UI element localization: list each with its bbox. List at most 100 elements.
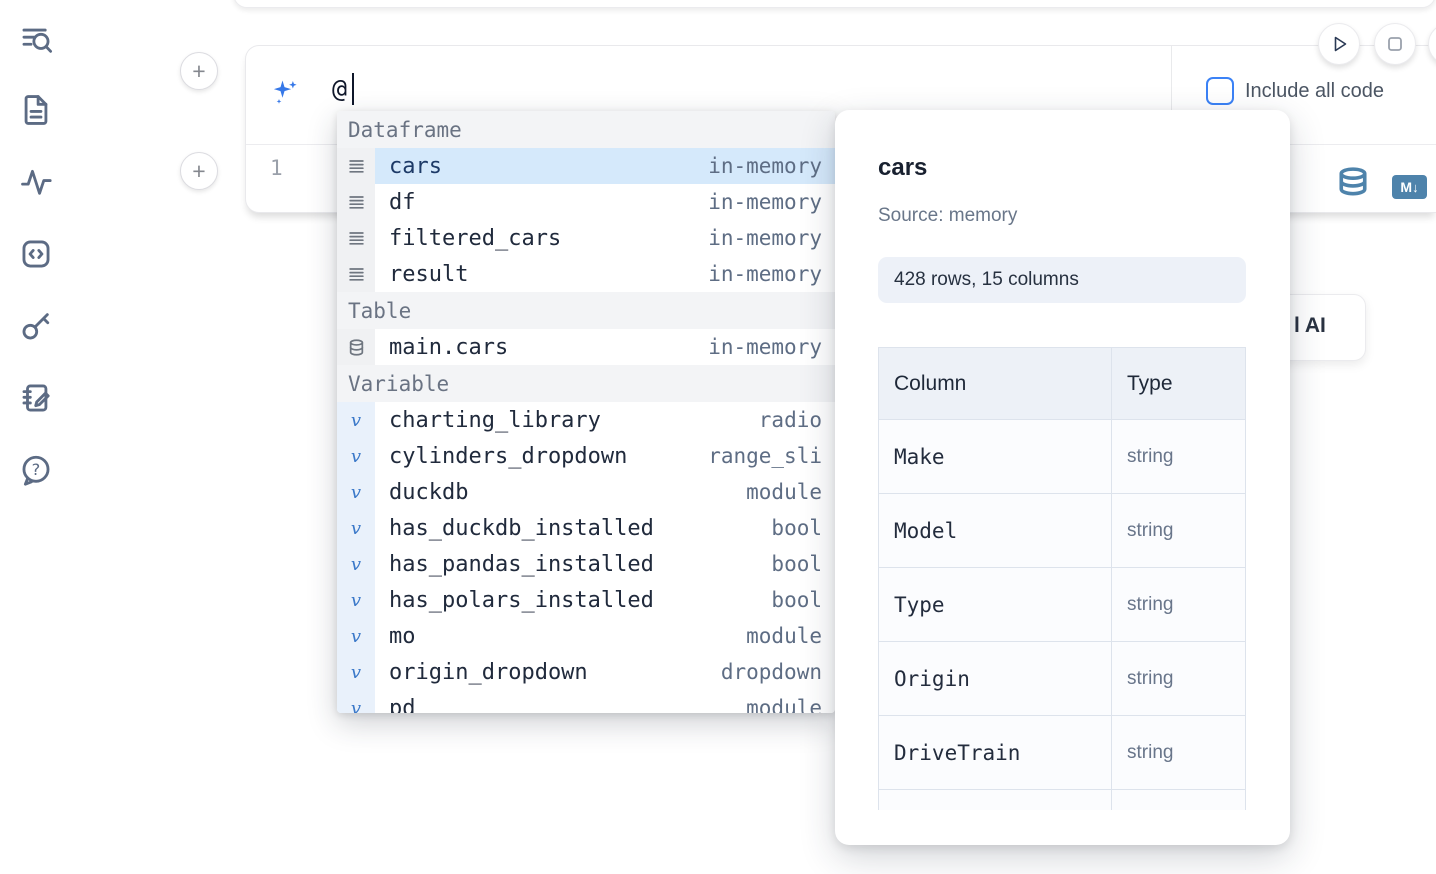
item-detail: bool <box>771 516 822 540</box>
autocomplete-item[interactable]: v origin_dropdown dropdown <box>337 654 835 690</box>
include-all-code-checkbox[interactable] <box>1206 77 1234 105</box>
column-type-cell: string <box>1111 419 1246 494</box>
schema-header-type: Type <box>1111 347 1246 420</box>
dataframe-icon <box>348 195 364 209</box>
run-cell-button[interactable] <box>1318 23 1360 65</box>
variable-icon: v <box>350 625 362 647</box>
item-detail: bool <box>771 588 822 612</box>
previous-cell-edge <box>233 0 1436 8</box>
item-name: result <box>389 261 469 287</box>
autocomplete-item[interactable]: v has_pandas_installed bool <box>337 546 835 582</box>
item-name: main.cars <box>389 334 509 360</box>
item-detail: range_sli <box>708 444 822 468</box>
column-type-cell: string <box>1111 493 1246 568</box>
item-name: cylinders_dropdown <box>389 443 628 469</box>
search-list-icon[interactable] <box>17 21 55 59</box>
autocomplete-item[interactable]: main.cars in-memory <box>337 329 835 365</box>
scratchpad-icon[interactable] <box>17 379 55 417</box>
activity-icon[interactable] <box>17 163 55 201</box>
dataframe-output-icon[interactable] <box>1337 166 1369 204</box>
column-type-cell: string <box>1111 715 1246 790</box>
column-type-cell: string <box>1111 641 1246 716</box>
dataframe-icon <box>348 231 364 245</box>
column-name-cell: Type <box>878 567 1112 642</box>
schema-header-column: Column <box>878 347 1112 420</box>
column-name-cell: Model <box>878 493 1112 568</box>
prompt-divider <box>1171 46 1172 145</box>
svg-text:?: ? <box>32 460 41 479</box>
item-name: duckdb <box>389 479 469 505</box>
item-name: pd <box>389 695 416 714</box>
preview-shape-badge: 428 rows, 15 columns <box>878 257 1246 303</box>
file-icon[interactable] <box>17 91 55 129</box>
autocomplete-item[interactable]: v pd module <box>337 690 835 713</box>
item-name: has_polars_installed <box>389 587 654 613</box>
variable-icon: v <box>350 553 362 575</box>
code-block-icon[interactable] <box>17 235 55 273</box>
help-icon[interactable]: ? <box>17 451 55 489</box>
item-detail: dropdown <box>720 660 822 684</box>
column-type-cell: string <box>1111 567 1246 642</box>
column-name-cell: DriveTrain <box>878 715 1112 790</box>
add-cell-above-button[interactable]: + <box>180 52 218 90</box>
column-name-cell <box>878 789 1112 810</box>
table-row <box>878 789 1246 810</box>
variable-icon: v <box>350 661 362 683</box>
variable-icon: v <box>350 517 362 539</box>
autocomplete-section-header: Dataframe <box>337 111 835 148</box>
dataframe-icon <box>348 159 364 173</box>
autocomplete-item[interactable]: v has_duckdb_installed bool <box>337 510 835 546</box>
autocomplete-section-header: Variable <box>337 365 835 402</box>
item-detail: in-memory <box>708 262 822 286</box>
autocomplete-item[interactable]: result in-memory <box>337 256 835 292</box>
item-detail: in-memory <box>708 154 822 178</box>
column-type-cell <box>1111 789 1246 810</box>
item-detail: module <box>746 696 822 713</box>
item-detail: in-memory <box>708 226 822 250</box>
item-name: df <box>389 189 416 215</box>
autocomplete-item[interactable]: v duckdb module <box>337 474 835 510</box>
item-name: has_pandas_installed <box>389 551 654 577</box>
dataframe-icon <box>348 267 364 281</box>
column-name-cell: Origin <box>878 641 1112 716</box>
item-detail: in-memory <box>708 335 822 359</box>
variable-icon: v <box>350 697 362 714</box>
autocomplete-item[interactable]: cars in-memory <box>337 148 835 184</box>
markdown-export-icon[interactable]: M↓ <box>1392 175 1427 199</box>
autocomplete-section-header: Table <box>337 292 835 329</box>
ai-sparkle-icon <box>270 77 300 107</box>
item-detail: bool <box>771 552 822 576</box>
autocomplete-item[interactable]: v has_polars_installed bool <box>337 582 835 618</box>
autocomplete-item[interactable]: v cylinders_dropdown range_sli <box>337 438 835 474</box>
item-detail: module <box>746 624 822 648</box>
item-detail: in-memory <box>708 190 822 214</box>
variable-icon: v <box>350 445 362 467</box>
item-name: cars <box>389 153 442 179</box>
table-icon <box>349 338 363 356</box>
item-name: has_duckdb_installed <box>389 515 654 541</box>
ai-card-label: l AI <box>1294 314 1326 337</box>
item-detail: module <box>746 480 822 504</box>
autocomplete-item[interactable]: df in-memory <box>337 184 835 220</box>
variable-icon: v <box>350 409 362 431</box>
item-name: charting_library <box>389 407 601 433</box>
text-cursor <box>352 73 354 105</box>
ai-prompt-input[interactable]: @ <box>332 74 348 103</box>
line-number: 1 <box>270 156 283 180</box>
dataframe-preview-popover: cars Source: memory 428 rows, 15 columns… <box>835 110 1290 845</box>
variable-icon: v <box>350 589 362 611</box>
include-all-code-label: Include all code <box>1245 80 1384 102</box>
add-cell-below-button[interactable]: + <box>180 152 218 190</box>
key-icon[interactable] <box>17 307 55 345</box>
stop-cell-button[interactable] <box>1374 23 1416 65</box>
variable-icon: v <box>350 481 362 503</box>
item-name: origin_dropdown <box>389 659 588 685</box>
